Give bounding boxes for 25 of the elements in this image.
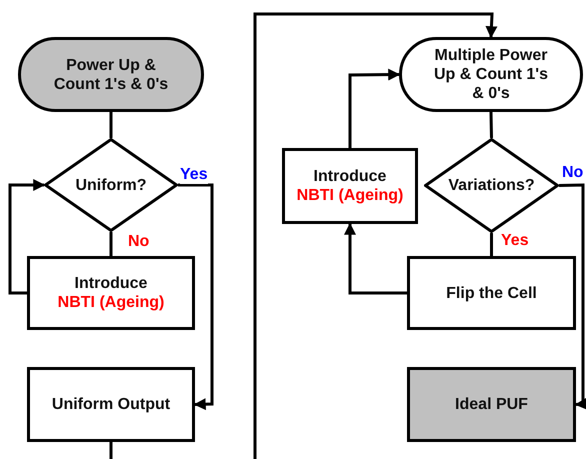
process-box [407,367,576,442]
node-text: Introduce [314,167,386,186]
process-box [407,256,576,330]
node-text: Uniform Output [52,395,170,414]
connector-arrow [344,222,407,294]
connector-arrow [178,184,214,410]
connector-arrow [8,179,46,294]
connector-arrow [348,68,400,148]
node-text: NBTI (Ageing) [296,186,404,205]
decision-diamond [44,138,178,232]
node-text: Multiple Power Up & Count 1's & 0's [432,46,550,103]
node-text: Variations? [448,176,535,195]
node-text: NBTI (Ageing) [58,293,164,312]
connector-arrow [558,183,586,410]
process-box [27,367,195,442]
decision-diamond [424,138,559,233]
node-text: Uniform? [75,176,147,194]
node-text: Introduce [74,274,148,293]
edge-label: Yes [180,166,208,184]
node-text: Ideal PUF [455,395,528,414]
connector-arrow [254,12,498,459]
process-box [282,148,418,224]
node-text: Flip the Cell [446,284,537,302]
process-box [27,256,195,330]
node-text: Power Up & Count 1's & 0's [52,56,170,94]
